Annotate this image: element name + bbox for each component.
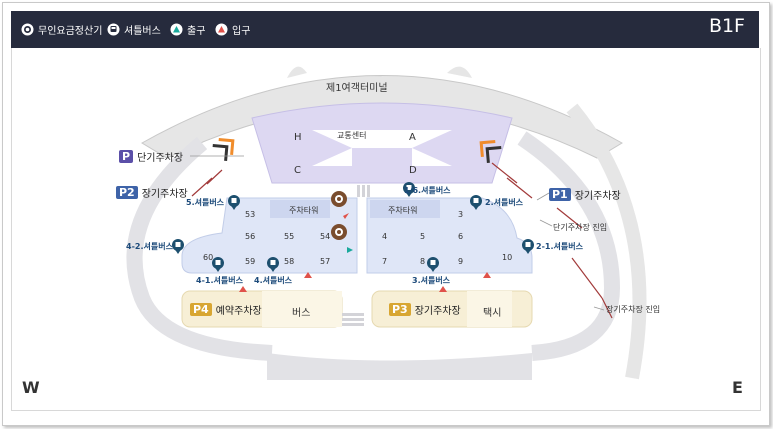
shuttle-bus-icon — [403, 182, 415, 197]
cell-9: 9 — [458, 257, 464, 266]
legend-payment-label: 무인요금정산기 — [38, 26, 103, 37]
lot-p-short-badge: P — [119, 150, 134, 163]
shuttle-stop-2-1-label: 2-1.셔틀버스 — [536, 242, 583, 251]
zone-d-label: D — [409, 165, 417, 176]
short-term-entry-label: 단기주차장 진입 — [553, 223, 608, 232]
cell-55: 55 — [284, 232, 295, 241]
right-parking-tower — [370, 200, 440, 218]
zone-a-label: A — [409, 132, 416, 143]
lot-p4-badge: P4 — [190, 303, 212, 316]
road-east-outer — [566, 103, 647, 380]
road-south — [267, 353, 532, 380]
parking-map: 제1여객터미널 교통센터 H A C D 주차타워 주차타워 53 56 55 … — [11, 48, 761, 411]
parking-tower-left-label: 주차타워 — [289, 206, 319, 215]
cell-4: 4 — [382, 232, 388, 241]
parking-tower-right-label: 주차타워 — [388, 206, 418, 215]
payment-machine-icon[interactable] — [331, 191, 347, 207]
transport-center-label: 교통센터 — [337, 131, 367, 140]
exit-icon — [170, 23, 183, 36]
lot-p2-badge: P2 — [116, 186, 138, 199]
shuttle-stop-4-2-label: 4-2.셔틀버스 — [126, 242, 173, 251]
lot-p4-text: 예약주차장 — [215, 306, 262, 317]
shuttle-bus-icon — [228, 195, 240, 210]
compass-west: W — [22, 378, 40, 397]
legend-shuttle: 셔틀버스 — [107, 11, 161, 48]
cell-60: 60 — [203, 253, 214, 262]
cell-57: 57 — [320, 257, 331, 266]
cell-6: 6 — [458, 232, 464, 241]
map-drawing — [126, 66, 647, 380]
zone-h-label: H — [294, 132, 302, 143]
shuttle-stop-3-label: 3.셔틀버스 — [412, 276, 451, 285]
shuttle-bus-icon — [427, 257, 439, 272]
lot-p1-label: P1 장기주차장 — [549, 187, 621, 202]
payment-machine-icon — [21, 23, 34, 36]
terminal-label: 제1여객터미널 — [326, 83, 388, 94]
cell-5: 5 — [420, 232, 426, 241]
shuttle-bus-icon — [107, 23, 120, 36]
entrance-icon — [343, 213, 349, 219]
zone-c-label: C — [294, 165, 301, 176]
legend-payment: 무인요금정산기 — [21, 11, 102, 48]
entrance-icon — [483, 272, 491, 278]
shuttle-stop-5-label: 5.셔틀버스 — [186, 198, 225, 207]
bus-area-label: 버스 — [292, 308, 311, 319]
cell-53: 53 — [245, 210, 256, 219]
entrance-icon — [439, 286, 447, 292]
lot-p2-text: 장기주차장 — [141, 189, 188, 200]
lot-p2-label: P2 장기주차장 — [116, 185, 188, 200]
lot-p-short-text: 단기주차장 — [137, 153, 184, 164]
entrance-icon — [304, 272, 312, 278]
road-east — [517, 131, 621, 361]
cell-3: 3 — [458, 210, 464, 219]
chevron-icon-east — [479, 140, 502, 164]
taxi-area — [467, 291, 512, 327]
cell-58: 58 — [284, 257, 295, 266]
legend-bar: 무인요금정산기 셔틀버스 출구 입구 B1F — [11, 11, 759, 48]
lot-p3-badge: P3 — [389, 303, 411, 316]
legend-entrance: 입구 — [215, 11, 250, 48]
chevron-icon-west — [212, 138, 235, 162]
cell-7: 7 — [382, 257, 388, 266]
cell-56: 56 — [245, 232, 256, 241]
shuttle-pins — [172, 182, 534, 272]
compass-east: E — [732, 378, 743, 397]
entrance-icon — [215, 23, 228, 36]
cell-8: 8 — [420, 257, 426, 266]
cell-54: 54 — [320, 232, 331, 241]
lot-p1-text: 장기주차장 — [574, 191, 621, 202]
legend-entrance-label: 입구 — [232, 26, 251, 37]
floor-label: B1F — [708, 15, 745, 37]
taxi-area-label: 택시 — [483, 308, 502, 319]
shuttle-bus-icon — [470, 195, 482, 210]
shuttle-bus-icon — [267, 257, 279, 272]
cell-10: 10 — [502, 253, 513, 262]
exit-icon — [347, 247, 353, 253]
shuttle-bus-icon — [522, 239, 534, 254]
lot-p3-label: P3 장기주차장 — [389, 302, 461, 317]
lot-p-short-label: P 단기주차장 — [119, 149, 183, 164]
left-parking-tower — [270, 200, 330, 218]
lot-p3-text: 장기주차장 — [414, 306, 461, 317]
legend-exit-label: 출구 — [187, 26, 206, 37]
transport-center-hall — [312, 130, 452, 148]
lot-p4-label: P4 예약주차장 — [190, 302, 262, 317]
road-west — [126, 136, 273, 361]
entrance-icon — [239, 286, 247, 292]
shuttle-bus-icon — [172, 239, 184, 254]
payment-machine-icon[interactable] — [331, 224, 347, 240]
shuttle-bus-icon — [212, 257, 224, 272]
shuttle-stop-4-1-label: 4-1.셔틀버스 — [196, 276, 243, 285]
cell-59: 59 — [245, 257, 256, 266]
shuttle-stop-2-label: 2.셔틀버스 — [485, 198, 524, 207]
long-term-entry-label: 장기주차장 진입 — [606, 305, 661, 314]
legend-exit: 출구 — [170, 11, 205, 48]
shuttle-stop-4-label: 4.셔틀버스 — [254, 276, 293, 285]
traffic-arrows — [191, 162, 613, 319]
legend-shuttle-label: 셔틀버스 — [124, 26, 161, 37]
bus-area — [262, 291, 342, 327]
lot-p1-badge: P1 — [549, 188, 571, 201]
shuttle-stop-1-6-label: 1/6.셔틀버스 — [404, 186, 451, 195]
